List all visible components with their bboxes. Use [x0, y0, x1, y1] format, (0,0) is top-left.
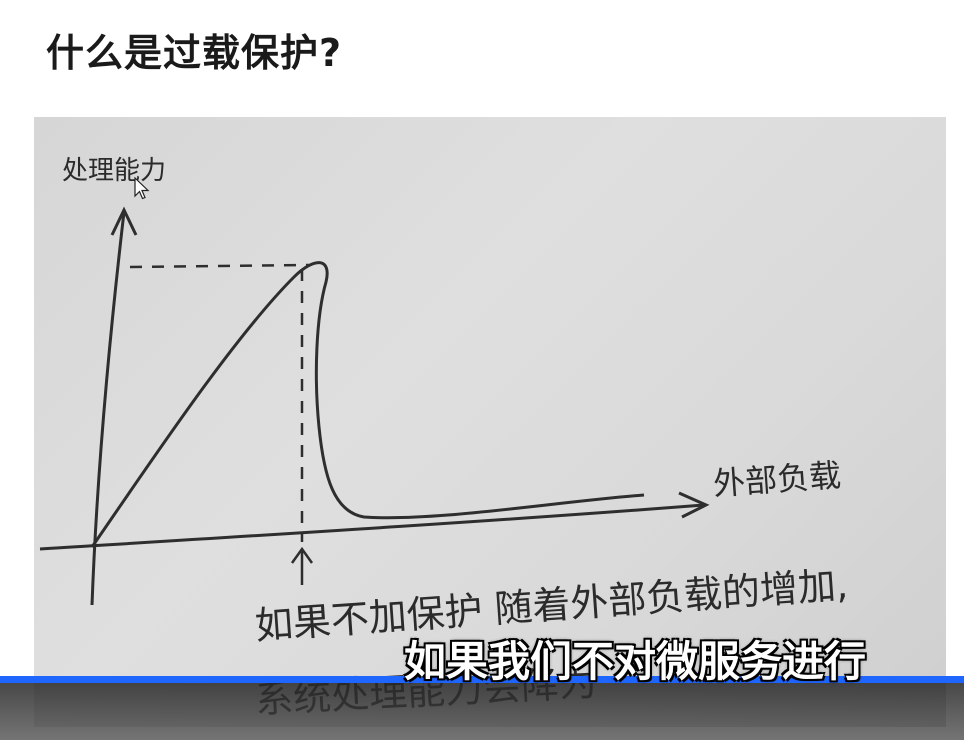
video-control-bar [0, 683, 964, 740]
peak-dashed-horizontal [129, 263, 310, 269]
capacity-curve [90, 261, 645, 548]
x-axis-line [39, 503, 705, 551]
y-axis-label: 处理能力 [62, 156, 166, 186]
whiteboard-photo: 处理能力 外部负载 如果不加保护 随着外部负载的增加, 系统处理能力会降为 [34, 117, 946, 727]
y-axis-arrow [110, 206, 138, 236]
x-axis-arrow [678, 491, 710, 519]
peak-marker-arrow [290, 546, 314, 585]
x-axis-label: 外部负载 [712, 456, 842, 503]
y-axis-line [90, 211, 126, 606]
video-progress-bar[interactable] [0, 676, 964, 683]
video-subtitle: 如果我们不对微服务进行 [404, 637, 867, 686]
mouse-cursor-icon [134, 177, 150, 200]
slide-title: 什么是过载保护? [46, 31, 343, 75]
